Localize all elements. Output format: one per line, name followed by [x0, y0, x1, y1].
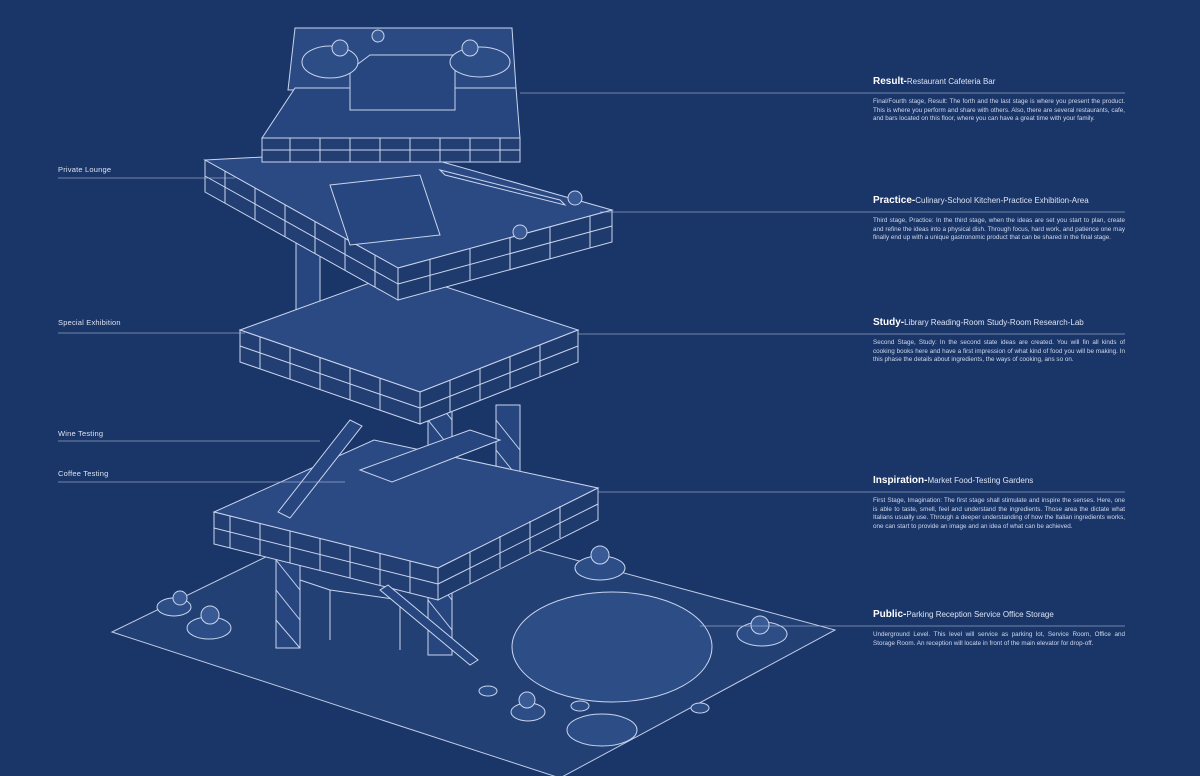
stage-practice: Practice-Culinary-School Kitchen-Practic… — [873, 195, 1125, 243]
label-private-lounge: Private Lounge — [58, 165, 112, 174]
trees — [172, 29, 770, 709]
stage-result: Result-Restaurant Cafeteria Bar Final/Fo… — [873, 76, 1125, 124]
stage-name: Result- — [873, 76, 907, 87]
stage-program: Parking Reception Service Office Storage — [906, 610, 1054, 619]
stage-inspiration: Inspiration-Market Food-Testing Gardens … — [873, 475, 1125, 532]
stage-name: Study- — [873, 317, 905, 328]
stage-description: First Stage, Imagination: The first stag… — [873, 497, 1125, 531]
stage-title: Result-Restaurant Cafeteria Bar — [873, 76, 1125, 87]
stage-title: Public-Parking Reception Service Office … — [873, 609, 1125, 620]
stage-public: Public-Parking Reception Service Office … — [873, 609, 1125, 648]
level-practice — [203, 149, 614, 301]
ramp — [277, 419, 479, 666]
leader-lines — [58, 92, 1125, 627]
stage-program: Culinary-School Kitchen-Practice Exhibit… — [915, 196, 1089, 205]
stage-title: Practice-Culinary-School Kitchen-Practic… — [873, 195, 1125, 206]
stage-program: Market Food-Testing Gardens — [927, 476, 1034, 485]
stage-title: Study-Library Reading-Room Study-Room Re… — [873, 317, 1125, 328]
stage-name: Public- — [873, 609, 907, 620]
stage-name: Practice- — [873, 195, 916, 206]
label-wine-testing: Wine Testing — [58, 429, 104, 438]
stage-description: Second Stage, Study: In the second state… — [873, 339, 1125, 364]
stage-program: Restaurant Cafeteria Bar — [906, 77, 996, 86]
stage-program: Library Reading-Room Study-Room Research… — [904, 318, 1084, 327]
level-result — [261, 27, 521, 163]
stage-study: Study-Library Reading-Room Study-Room Re… — [873, 317, 1125, 365]
stage-title: Inspiration-Market Food-Testing Gardens — [873, 475, 1125, 486]
label-coffee-testing: Coffee Testing — [58, 469, 109, 478]
stage-description: Third stage, Practice: In the third stag… — [873, 217, 1125, 242]
stage-description: Final/Fourth stage, Result: The forth an… — [873, 98, 1125, 123]
label-special-exhibition: Special Exhibition — [58, 318, 121, 327]
level-study — [238, 271, 580, 425]
stage-name: Inspiration- — [873, 475, 928, 486]
stage-description: Underground Level. This level will servi… — [873, 631, 1125, 647]
